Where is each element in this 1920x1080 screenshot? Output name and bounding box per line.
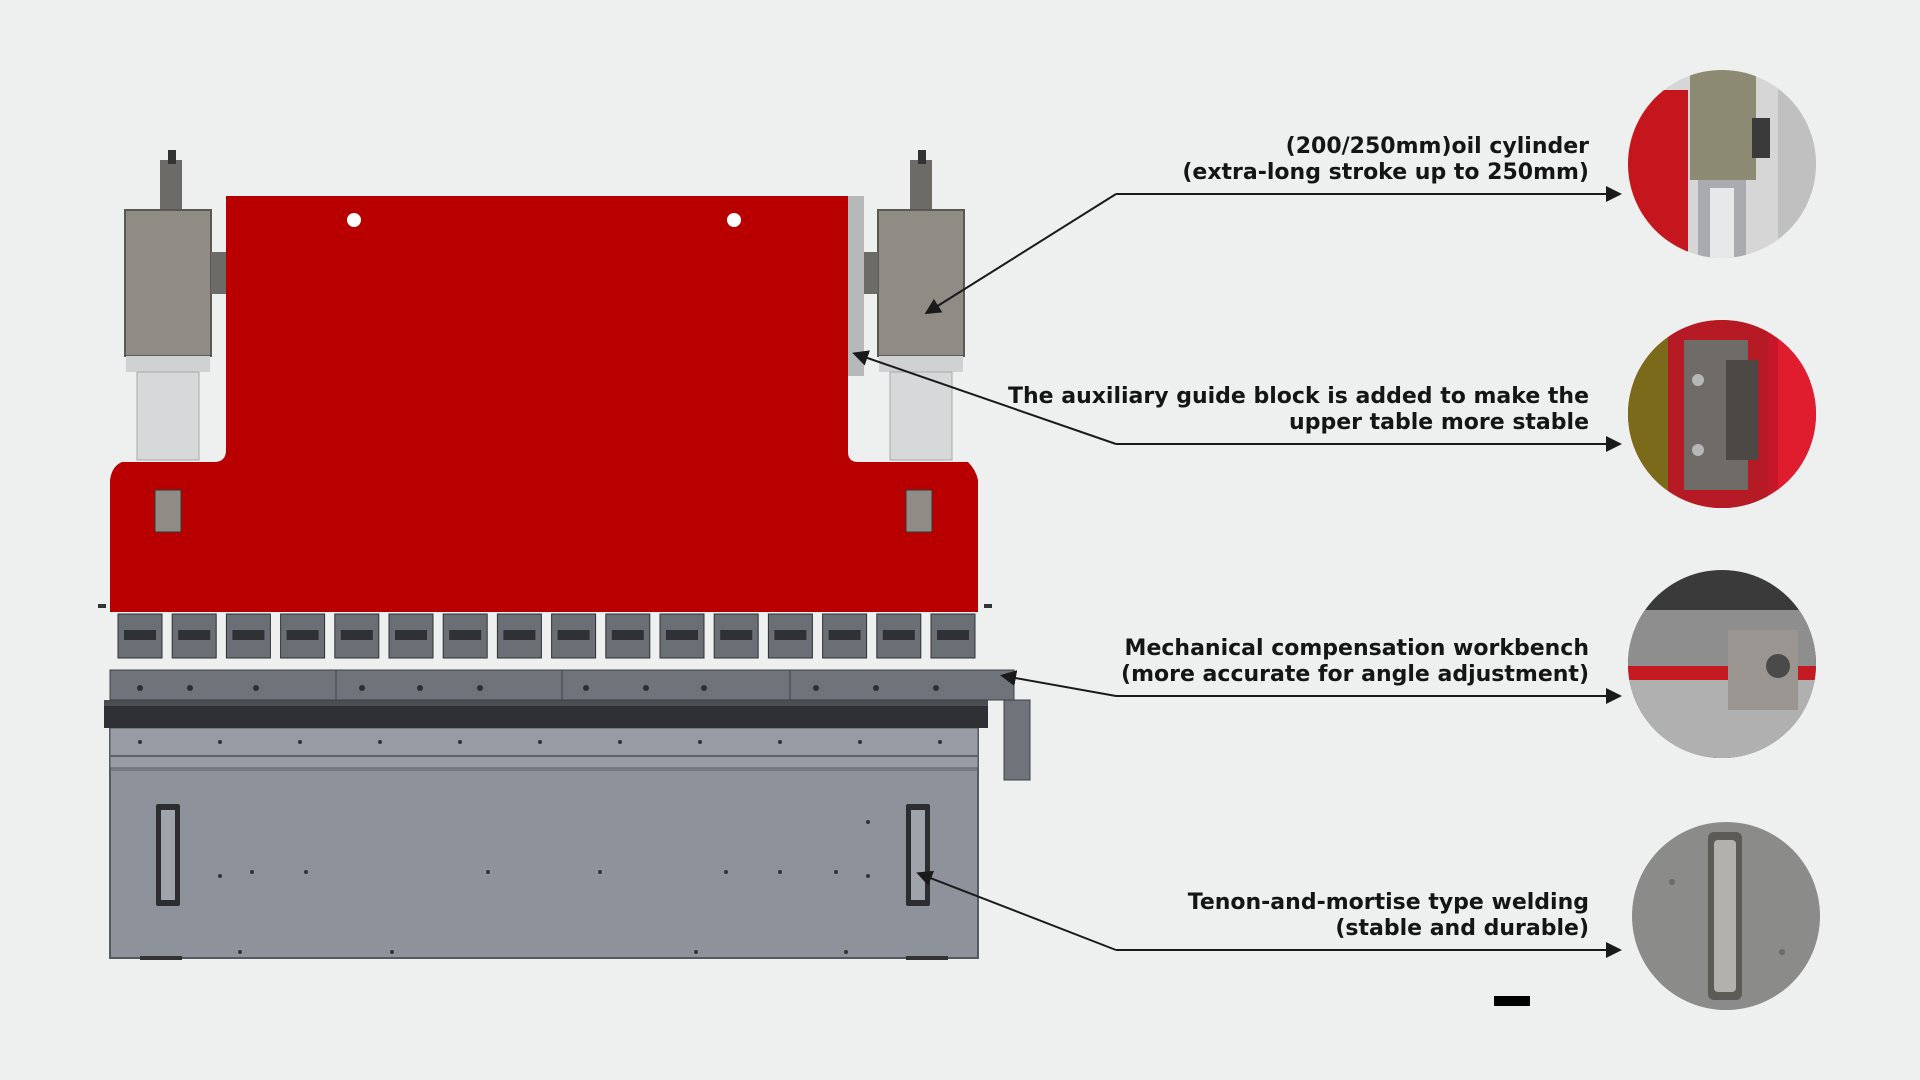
oil-cylinder-photo [1628,70,1816,258]
guide-block-photo [1628,320,1816,508]
tool-clamp-slot [286,630,319,640]
left-oil-cylinder [124,150,241,461]
callout-oil-cylinder-line2: (extra-long stroke up to 250mm) [1182,160,1589,185]
callout-guide-block-line2: upper table more stable [1289,410,1589,435]
leader-pointer-guide-block [852,350,1117,445]
worktable-rail [104,669,1031,781]
ram-lifting-hole-left [347,213,361,227]
tool-clamp-slot [937,630,969,640]
tool-clamp-slot [395,630,427,640]
tool-clamp-slot [503,630,536,640]
leader-pointer-oil-cylinder [924,193,1117,315]
callout-workbench-line2: (more accurate for angle adjustment) [1121,662,1589,687]
tool-clamp-slot [720,630,753,640]
right-side-plate [844,196,864,376]
callout-workbench-line1: Mechanical compensation workbench [1124,636,1589,661]
callout-welding-line2: (stable and durable) [1335,916,1589,941]
tool-clamp-slot [557,630,590,640]
leader-pointer-workbench [1000,670,1117,697]
tool-clamp-slot [882,630,915,640]
tool-clamp-slot [774,630,807,640]
machine-lower-frame [109,727,979,960]
welding-photo [1632,822,1820,1010]
callout-oil-cylinder: (200/250mm)oil cylinder (extra-long stro… [1182,134,1589,186]
tool-clamp-slot [340,630,373,640]
tool-clamp-slot [666,630,698,640]
compensation-workbench-photo [1628,570,1816,758]
leader-pointer-welding [916,870,1117,951]
tool-clamp-slot [828,630,861,640]
tool-clamp-slot [124,630,156,640]
upper-tool-clamps [117,613,976,659]
ram-lifting-hole-right [727,213,741,227]
tool-clamp-slot [178,630,211,640]
callout-welding: Tenon-and-mortise type welding (stable a… [1188,890,1589,942]
upper-ram [110,196,978,612]
callout-guide-block: The auxiliary guide block is added to ma… [1008,384,1589,436]
ram-bracket-left [154,489,182,533]
callout-welding-line1: Tenon-and-mortise type welding [1187,890,1589,915]
callout-guide-block-line1: The auxiliary guide block is added to ma… [1007,384,1589,409]
callout-workbench: Mechanical compensation workbench (more … [1121,636,1589,688]
ram-bracket-right [905,489,933,533]
tool-clamp-slot [232,630,265,640]
tool-clamp-slot [449,630,482,640]
page-indicator [1494,996,1530,1006]
tool-clamp-slot [611,630,644,640]
callout-oil-cylinder-line1: (200/250mm)oil cylinder [1285,134,1589,159]
